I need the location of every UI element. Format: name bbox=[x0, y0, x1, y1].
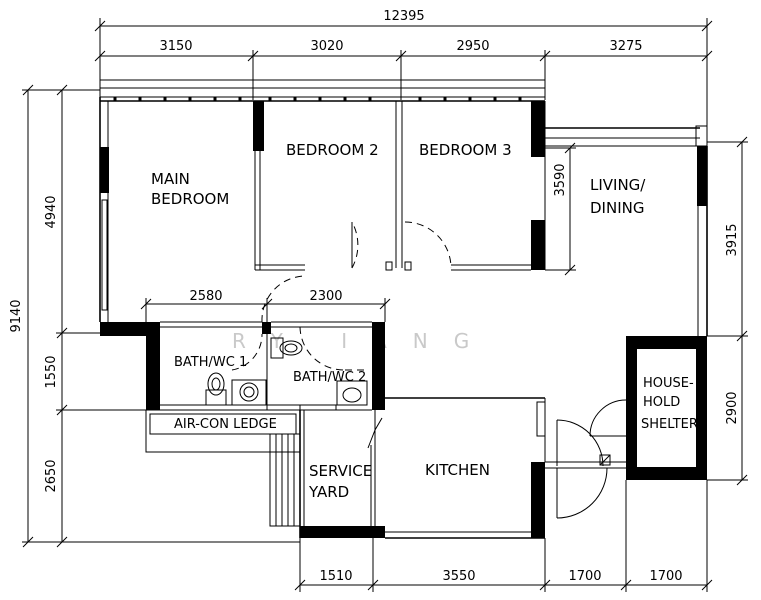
watermark: RY IANG bbox=[232, 329, 495, 353]
room-labels: MAIN BEDROOM BEDROOM 2 BEDROOM 3 LIVING/… bbox=[151, 141, 698, 501]
label-main-bedroom-1: MAIN bbox=[151, 170, 190, 188]
dim-left-1: 4940 bbox=[44, 195, 59, 228]
dim-left-3: 2650 bbox=[44, 459, 59, 492]
dim-bottom-3: 1700 bbox=[568, 569, 601, 584]
dim-bottom-2: 3550 bbox=[442, 569, 475, 584]
dim-right-lower: 2900 bbox=[725, 391, 740, 424]
dim-bottom-4: 1700 bbox=[649, 569, 682, 584]
walls bbox=[99, 79, 708, 539]
dim-inner-depth: 3590 bbox=[553, 163, 568, 196]
label-kitchen: KITCHEN bbox=[425, 461, 490, 479]
dim-bottom-1: 1510 bbox=[319, 569, 352, 584]
label-bedroom-2: BEDROOM 2 bbox=[286, 141, 379, 159]
toilet-icon bbox=[205, 372, 227, 406]
basin-icon-2 bbox=[336, 380, 368, 406]
dim-top-4: 3275 bbox=[609, 39, 642, 54]
dim-overall-height: 9140 bbox=[9, 299, 24, 332]
label-service-2: YARD bbox=[308, 483, 349, 501]
dim-top-3: 2950 bbox=[456, 39, 489, 54]
dim-left-2: 1550 bbox=[44, 355, 59, 388]
dimension-labels: 12395 3150 3020 2950 3275 9140 4940 1550… bbox=[9, 9, 740, 584]
basin-icon bbox=[231, 379, 267, 406]
dim-bath-2: 2300 bbox=[309, 289, 342, 304]
label-bedroom-3: BEDROOM 3 bbox=[419, 141, 512, 159]
label-bath-1: BATH/WC 1 bbox=[174, 355, 247, 370]
label-shelter-2: HOLD bbox=[643, 395, 680, 410]
dim-bath-1: 2580 bbox=[189, 289, 222, 304]
dim-top-1: 3150 bbox=[159, 39, 192, 54]
label-shelter-3: SHELTER bbox=[641, 417, 698, 432]
fixtures bbox=[205, 337, 368, 406]
toilet-icon-2 bbox=[270, 337, 303, 359]
label-bath-2: BATH/WC 2 bbox=[293, 370, 366, 385]
label-service-1: SERVICE bbox=[309, 462, 372, 480]
dim-right-upper: 3915 bbox=[725, 223, 740, 256]
label-living-2: DINING bbox=[590, 199, 644, 217]
doors bbox=[231, 221, 627, 519]
label-aircon-ledge: AIR-CON LEDGE bbox=[174, 417, 277, 432]
dimension-lines bbox=[22, 18, 748, 592]
label-living-1: LIVING/ bbox=[590, 176, 646, 194]
label-shelter-1: HOUSE- bbox=[643, 376, 694, 391]
dim-top-2: 3020 bbox=[310, 39, 343, 54]
label-main-bedroom-2: BEDROOM bbox=[151, 190, 229, 208]
dim-overall-width: 12395 bbox=[383, 9, 424, 24]
